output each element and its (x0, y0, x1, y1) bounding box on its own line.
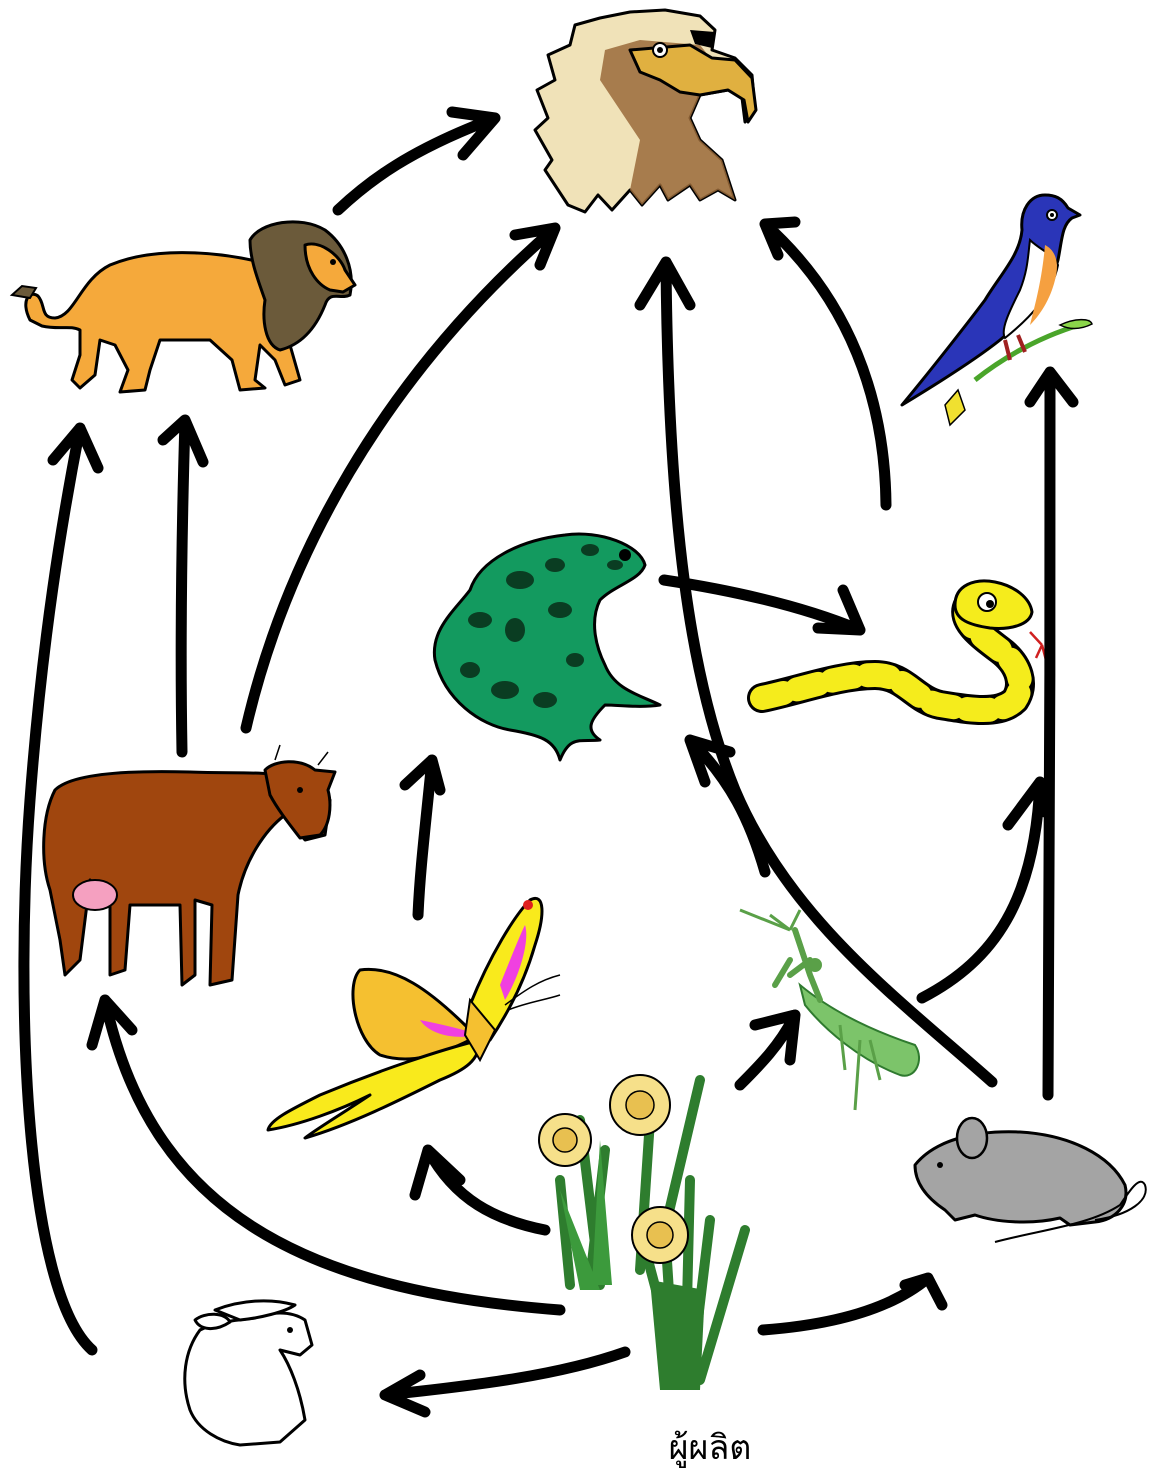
frog-icon (434, 534, 660, 760)
arrow-lion-to-eagle (338, 112, 495, 210)
arrow-mouse-to-bird (1030, 372, 1073, 1095)
producer-label: ผู้ผลิต (640, 1428, 780, 1468)
arrow-plant-to-cow (92, 1000, 560, 1310)
arrow-plant-to-mantis (740, 1015, 795, 1085)
mouse-icon (915, 1118, 1146, 1242)
rabbit-icon (185, 1301, 312, 1445)
lion-icon (12, 222, 355, 392)
daffodil-icon (539, 1075, 745, 1390)
arrow-snake-to-eagle (765, 222, 886, 505)
arrow-mantis-to-snake (922, 782, 1045, 998)
eagle-icon (535, 10, 756, 212)
snake-icon (762, 581, 1046, 710)
arrow-plant-to-mouse (763, 1278, 942, 1330)
cow-icon (44, 745, 335, 985)
butterfly-icon (268, 898, 560, 1138)
arrow-plant-to-butterfly (415, 1150, 545, 1230)
arrow-cow-to-lion (163, 420, 203, 752)
arrow-butterfly-to-frog (405, 760, 440, 915)
arrow-plant-to-rabbit (385, 1352, 625, 1412)
